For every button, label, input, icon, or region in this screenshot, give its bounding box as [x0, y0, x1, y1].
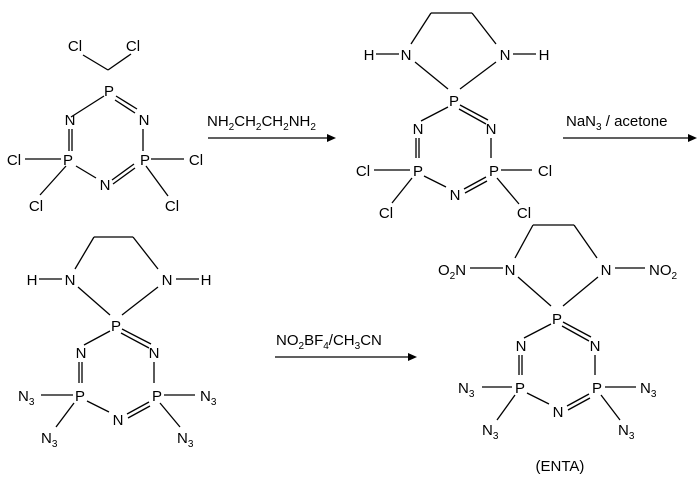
compound-4-atoms: O2N N N NO2 P N N P P N N3 N3 N3 N3	[438, 262, 678, 442]
reagent-nitronium-tetrafluoroborate: NO2BF4/CH3CN	[276, 332, 382, 352]
nitrogen-atom: N	[65, 272, 76, 289]
nitro-group: O2N	[438, 262, 466, 282]
chlorine-atom: Cl	[7, 152, 21, 169]
nitrogen-atom: N	[76, 345, 87, 362]
nitrogen-atom: N	[65, 112, 76, 129]
product-label: (ENTA)	[536, 458, 585, 475]
compound-3-bonds	[39, 236, 199, 428]
phosphorus-atom: P	[515, 380, 525, 397]
compound-2-bonds	[374, 12, 536, 205]
phosphorus-atom: P	[104, 83, 114, 100]
nitrogen-atom: N	[516, 338, 527, 355]
phosphorus-atom: P	[111, 318, 121, 335]
azide-group: N3	[200, 388, 217, 408]
nitrogen-atom: N	[553, 404, 564, 421]
phosphorus-atom: P	[489, 163, 499, 180]
azide-group: N3	[41, 430, 58, 450]
compound-1-atoms: Cl Cl P N N P P N Cl Cl Cl Cl	[7, 38, 203, 215]
nitrogen-atom: N	[162, 272, 173, 289]
chlorine-atom: Cl	[165, 198, 179, 215]
azide-group: N3	[177, 430, 194, 450]
phosphorus-atom: P	[592, 380, 602, 397]
nitrogen-atom: N	[450, 187, 461, 204]
reaction-arrow-3	[275, 353, 417, 361]
hydrogen-atom: H	[364, 47, 375, 64]
nitrogen-atom: N	[100, 177, 111, 194]
compound-2-atoms: H N N H P N N P P N Cl Cl Cl Cl	[356, 47, 552, 222]
reaction-arrow-1	[208, 134, 336, 142]
hydrogen-atom: H	[27, 272, 38, 289]
nitrogen-atom: N	[500, 47, 511, 64]
phosphorus-atom: P	[449, 93, 459, 110]
compound-4-bonds	[470, 224, 645, 421]
azide-group: N3	[458, 380, 475, 400]
compound-4-enta: O2N N N NO2 P N N P P N N3 N3 N3 N3	[438, 224, 678, 442]
phosphorus-atom: P	[413, 163, 423, 180]
chlorine-atom: Cl	[538, 163, 552, 180]
azide-group: N3	[618, 422, 635, 442]
nitro-group: NO2	[649, 262, 678, 282]
hydrogen-atom: H	[539, 47, 550, 64]
phosphorus-atom: P	[75, 388, 85, 405]
nitrogen-atom: N	[401, 47, 412, 64]
compound-3-atoms: H N N H P N N P P N N3 N3 N3 N3	[18, 272, 217, 450]
compound-1-hexachlorocyclotriphosphazene: Cl Cl P N N P P N Cl Cl Cl Cl	[7, 38, 203, 215]
chlorine-atom: Cl	[379, 205, 393, 222]
chlorine-atom: Cl	[29, 198, 43, 215]
chlorine-atom: Cl	[126, 38, 140, 55]
nitrogen-atom: N	[413, 121, 424, 138]
reagent-ethylenediamine: NH2CH2CH2NH2	[207, 113, 316, 133]
chlorine-atom: Cl	[356, 163, 370, 180]
chlorine-atom: Cl	[189, 152, 203, 169]
phosphorus-atom: P	[152, 388, 162, 405]
azide-group: N3	[482, 422, 499, 442]
nitrogen-atom: N	[113, 412, 124, 429]
nitrogen-atom: N	[505, 262, 516, 279]
reaction-arrow-2	[563, 134, 697, 142]
reagent-sodium-azide-acetone: NaN3 / acetone	[566, 113, 667, 133]
nitrogen-atom: N	[601, 262, 612, 279]
phosphorus-atom: P	[552, 311, 562, 328]
nitrogen-atom: N	[486, 121, 497, 138]
azide-group: N3	[640, 380, 657, 400]
hydrogen-atom: H	[201, 272, 212, 289]
compound-2-spiro-diamine-tetrachloro: H N N H P N N P P N Cl Cl Cl Cl	[356, 12, 552, 222]
chlorine-atom: Cl	[517, 205, 531, 222]
phosphorus-atom: P	[63, 152, 73, 169]
nitrogen-atom: N	[149, 345, 160, 362]
chlorine-atom: Cl	[68, 38, 82, 55]
azide-group: N3	[18, 388, 35, 408]
compound-1-bonds	[25, 53, 184, 197]
nitrogen-atom: N	[139, 112, 150, 129]
phosphorus-atom: P	[140, 152, 150, 169]
nitrogen-atom: N	[590, 338, 601, 355]
compound-3-spiro-diamine-tetraazido: H N N H P N N P P N N3 N3 N3 N3	[18, 236, 217, 450]
